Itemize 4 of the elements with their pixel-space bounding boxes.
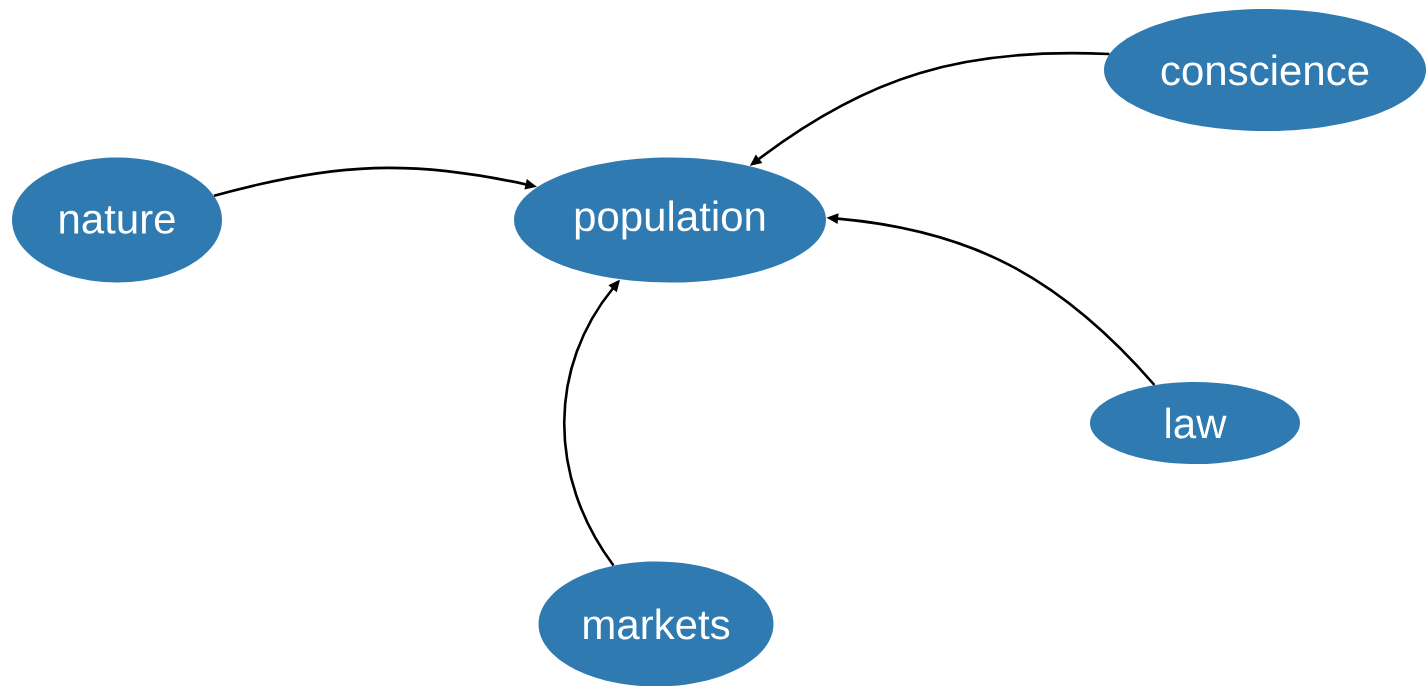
ellipse-node: conscience [1104,9,1426,131]
ellipse-node: law [1090,382,1300,464]
ellipse-node: population [514,157,826,283]
ellipse-node: nature [12,157,222,283]
